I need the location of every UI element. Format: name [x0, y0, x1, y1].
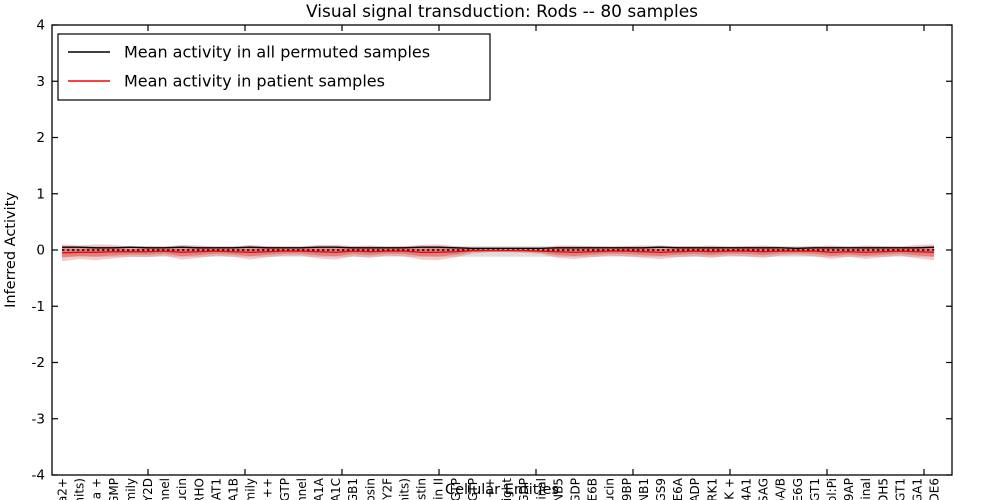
y-tick-label: -2	[32, 355, 45, 371]
entity-label: SAG	[757, 478, 771, 500]
permuted-samples-band	[62, 246, 935, 257]
legend: Mean activity in all permuted samples Me…	[57, 33, 491, 101]
x-entity-labels: mol:Ca2+Na + (4 Units)mol:Na +mol:cGMPGC…	[56, 477, 942, 500]
entity-label: GUCA1A	[312, 477, 326, 500]
mean-activity-lines	[61, 246, 935, 254]
entity-label: CNG Channel	[295, 478, 309, 500]
patient-band-inner	[62, 247, 935, 258]
entity-label: RHO	[192, 478, 206, 500]
legend-label-patient: Mean activity in patient samples	[124, 72, 385, 91]
entity-label: RGS9-1/Gbeta5/R9AP	[842, 478, 856, 500]
entity-label: GUCY2D	[141, 478, 155, 500]
entity-label: RGS9	[654, 478, 668, 500]
entity-label: Rhodopsin	[363, 478, 377, 500]
y-tick-label: 4	[36, 18, 45, 34]
entity-label: mol:Pi	[825, 478, 839, 500]
entity-label: GCAP Family/Ca ++	[261, 478, 275, 500]
entity-label: PDE6G/GNAT1/GTP	[449, 478, 463, 500]
entity-label: GC1/GCAP Family	[124, 478, 138, 500]
entity-label: PDE6G	[791, 478, 805, 500]
entity-label: PDE6A	[671, 477, 685, 500]
chart-title: Visual signal transduction: Rods -- 80 s…	[306, 2, 698, 22]
entity-label: Metarhodopsin II/Transducin	[175, 478, 189, 500]
x-axis-ticks	[147, 25, 925, 475]
entity-label: PDE6	[928, 478, 942, 500]
y-tick-label: 0	[36, 243, 45, 259]
y-tick-label: 1	[36, 186, 45, 202]
entity-label: mol:GMP (4 units)	[398, 478, 412, 500]
entity-label: Metarhodopsin II/Arrestin	[415, 478, 429, 500]
entity-label: GRK1	[705, 478, 719, 500]
entity-label: mol:11-cis-retinal	[859, 478, 873, 500]
entity-label: RDH5	[876, 478, 890, 500]
entity-label: PDE6B	[586, 478, 600, 500]
mean-permuted-line	[62, 246, 935, 250]
entity-label: mol:GDP	[517, 478, 531, 500]
y-tick-label: -3	[32, 411, 45, 427]
entity-label: mol:Ca ++	[483, 478, 497, 500]
entity-label: GNB1/GNGT1	[893, 478, 907, 500]
entity-label: GNB5	[551, 478, 565, 500]
y-axis-label: Inferred Activity	[3, 192, 19, 308]
entity-label: Na + (4 Units)	[73, 478, 87, 500]
x-axis-label: Cellular Entities	[445, 482, 559, 498]
entity-label: mol:K +	[722, 478, 736, 500]
patient-band-outer	[62, 244, 935, 262]
entity-label: RGS9BP	[620, 478, 634, 500]
y-tick-label: -1	[32, 299, 45, 315]
entity-label: cGMP/CNG Channel	[158, 478, 172, 500]
entity-label: mol:all-trans-retinal	[534, 478, 548, 500]
y-tick-label: 3	[36, 74, 45, 90]
entity-label: GNAT1/GTP	[278, 478, 292, 500]
activity-bands	[62, 244, 935, 262]
entity-label: GUCY2F	[380, 478, 394, 500]
entity-label: GNAT1	[209, 478, 223, 500]
entity-label: GNB1	[637, 478, 651, 500]
entity-label: absorption of light	[500, 478, 514, 500]
entity-label: mol:Na +	[90, 478, 104, 500]
legend-item-permuted: Mean activity in all permuted samples	[68, 43, 430, 62]
y-tick-label: 2	[36, 130, 45, 146]
legend-item-patient: Mean activity in patient samples	[68, 72, 385, 91]
y-tick-label: -4	[32, 468, 45, 484]
entity-label: GNGT1	[808, 478, 822, 500]
mean-patient-line	[61, 249, 935, 254]
entity-label: mol:Ca2+	[56, 478, 70, 500]
entity-label: GUCA1C	[329, 478, 343, 500]
entity-label: GC2/GCAP Family	[244, 478, 258, 500]
entity-label: PDE6A/B	[774, 478, 788, 500]
entity-label: mol:GTP	[466, 478, 480, 500]
entity-label: GNAT1/GDP	[569, 478, 583, 500]
y-axis-ticks: 4 3 2 1 0 -1 -2 -3 -4	[32, 18, 952, 484]
entity-label: CNGA1	[911, 478, 925, 500]
entity-label: SLC24A1	[740, 478, 754, 500]
entity-label: GUCA1B	[227, 478, 241, 500]
legend-label-permuted: Mean activity in all permuted samples	[124, 43, 430, 62]
entity-label: Transducin	[603, 478, 617, 500]
entity-label: mol:cGMP	[107, 478, 121, 500]
entity-label: Metarhodopsin II	[432, 478, 446, 500]
entity-label: CNGB1	[346, 478, 360, 500]
legend-box	[57, 33, 491, 101]
entity-label: mol:ADP	[688, 478, 702, 500]
